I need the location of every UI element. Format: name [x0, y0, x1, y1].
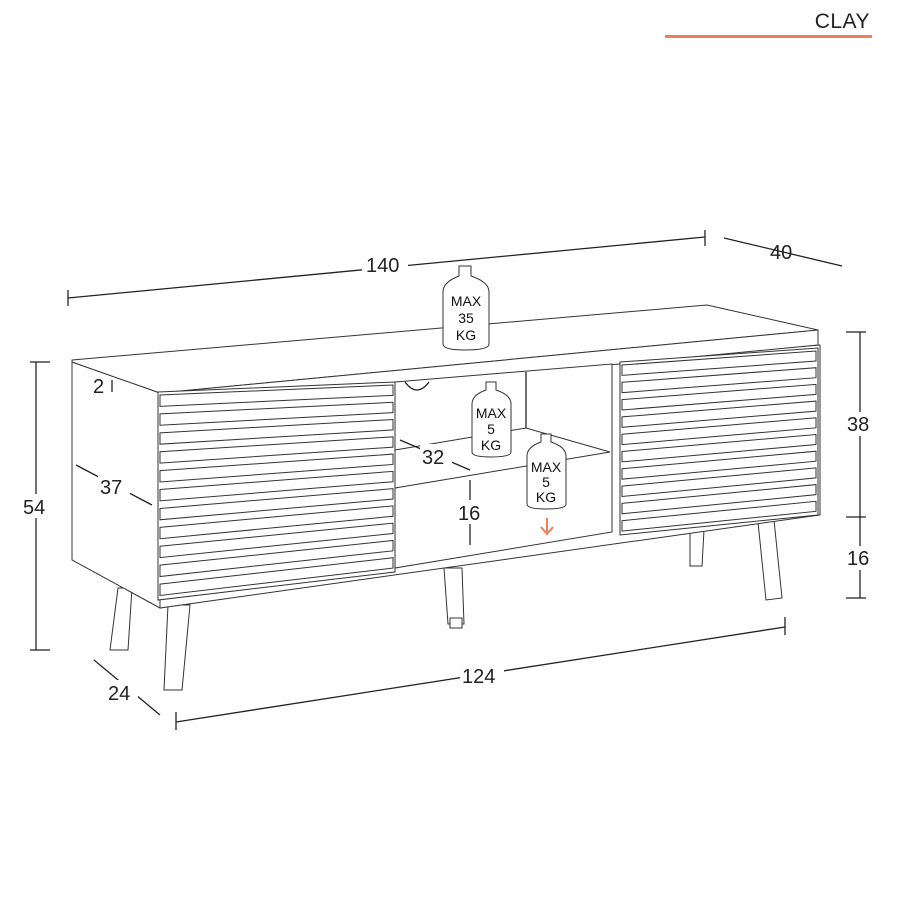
door-slat — [621, 350, 817, 376]
left-door — [157, 381, 396, 601]
legs — [109, 519, 783, 691]
load-value-label: 5 — [542, 474, 550, 490]
door-slat — [621, 367, 817, 394]
door-slat — [159, 522, 394, 559]
door-slat — [621, 383, 817, 411]
door-slat — [621, 417, 817, 446]
body-height-label: 38 — [847, 414, 869, 436]
door-slat — [621, 467, 817, 498]
door-slat — [159, 384, 394, 407]
load-bottle-shelf: MAX 5 KG — [471, 381, 512, 458]
door-slat — [159, 453, 394, 483]
door-slat — [621, 450, 817, 480]
side-depth-label: 37 — [100, 477, 122, 499]
load-max-label: MAX — [451, 293, 482, 309]
leg-depth-label: 24 — [108, 683, 130, 705]
load-unit-label: KG — [456, 327, 476, 343]
door-slat — [621, 400, 817, 428]
total-height-label: 54 — [23, 497, 45, 519]
door-slat — [621, 484, 817, 515]
product-name: CLAY — [814, 10, 870, 33]
width-label: 140 — [366, 255, 399, 277]
load-bottle-bottom: MAX 5 KG — [526, 433, 567, 510]
shelf-clearance-label: 16 — [458, 503, 480, 525]
load-value-label: 35 — [458, 310, 474, 326]
door-slat — [621, 433, 817, 463]
load-bottle-top: MAX 35 KG — [442, 265, 490, 351]
shelf-depth-label: 32 — [422, 447, 444, 469]
door-slat — [159, 539, 394, 578]
brand-underline — [665, 35, 872, 38]
leg-height-label: 16 — [847, 548, 869, 570]
right-door — [619, 347, 819, 536]
door-slat — [621, 500, 817, 532]
load-unit-label: KG — [536, 489, 556, 505]
load-unit-label: KG — [481, 437, 501, 453]
door-slat — [159, 557, 394, 596]
door-slat — [159, 488, 394, 521]
load-max-label: MAX — [476, 405, 507, 421]
leg-width-label: 124 — [462, 666, 495, 688]
door-slat — [159, 436, 394, 464]
door-slat — [159, 505, 394, 540]
top-thickness-label: 2 — [93, 376, 104, 398]
door-slat — [159, 401, 394, 426]
load-value-label: 5 — [487, 421, 495, 437]
depth-label: 40 — [770, 242, 792, 264]
load-max-label: MAX — [531, 459, 562, 475]
door-slat — [159, 419, 394, 445]
door-slat — [159, 470, 394, 502]
